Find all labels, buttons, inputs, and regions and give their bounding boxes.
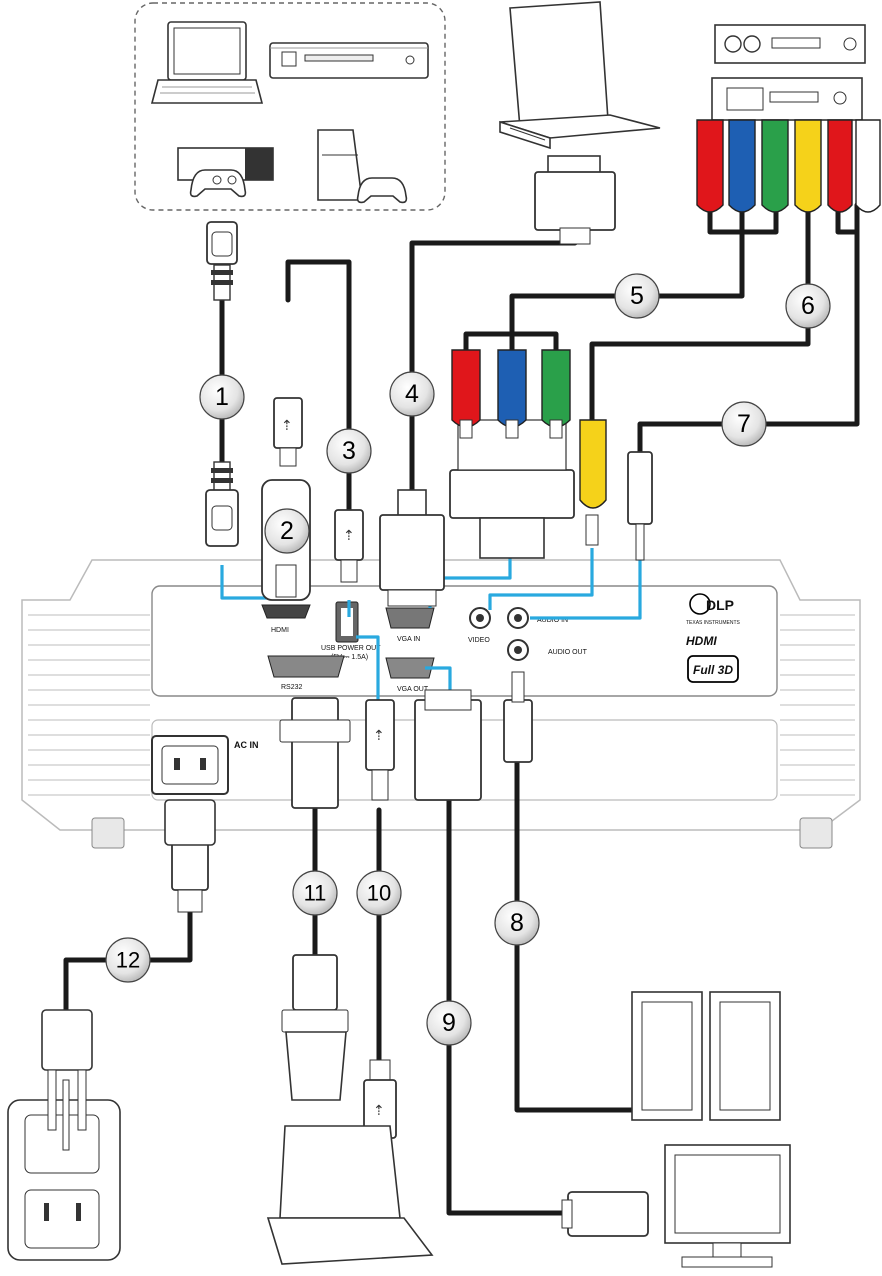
- xbox-console-icon: [177, 147, 274, 198]
- rs232-port: [267, 655, 345, 678]
- power-plug-wall: [41, 1009, 93, 1151]
- hdmi-port: [261, 604, 311, 619]
- callout-2: 2: [264, 508, 310, 554]
- svg-text:4: 4: [405, 380, 419, 408]
- dvd-player-icon: [269, 42, 429, 79]
- svg-text:7: 7: [737, 410, 751, 438]
- foot-right: [799, 817, 833, 849]
- top-rca-plugs: [696, 119, 881, 213]
- svg-text:⇡: ⇡: [373, 1102, 385, 1118]
- vga-in-port: [385, 607, 435, 629]
- foot-left: [91, 817, 125, 849]
- svg-text:3: 3: [342, 437, 356, 465]
- video-label: VIDEO: [468, 637, 490, 644]
- playstation-console-icon: [317, 129, 408, 204]
- vga-out-plug: [414, 689, 482, 801]
- usb-plug-top: ⇡: [273, 397, 303, 467]
- callout-7: 7: [721, 401, 767, 447]
- callout-9: 9: [426, 1000, 472, 1046]
- rca-plug-red: [451, 349, 481, 439]
- vcr-icon: [714, 24, 866, 64]
- rca-plug-yellow: [579, 419, 607, 546]
- vga-laptop-icon: [499, 1, 661, 150]
- svg-text:Full 3D: Full 3D: [693, 663, 733, 677]
- hdmi-port-label: HDMI: [271, 627, 289, 634]
- usb-power-out-rating: (5V ⎓ 1.5A): [331, 654, 368, 661]
- callout-1: 1: [199, 374, 245, 420]
- full3d-logo: Full 3D: [687, 655, 739, 683]
- vga-plug-bottom: [379, 489, 445, 607]
- rca-plug-blue: [497, 349, 527, 439]
- svg-text:TEXAS INSTRUMENTS: TEXAS INSTRUMENTS: [686, 620, 741, 626]
- monitor-icon: [664, 1144, 791, 1268]
- callout-11: 11: [292, 870, 338, 916]
- component-vga-adapter: [449, 419, 575, 559]
- speakers-icon: [631, 991, 781, 1121]
- audio-out-jack: [503, 671, 533, 763]
- svg-text:2: 2: [280, 517, 294, 545]
- svg-text:1: 1: [215, 383, 229, 411]
- callout-3: 3: [326, 428, 372, 474]
- usb-plug-bottom-top: ⇡: [365, 699, 395, 801]
- hdmi-plug-top: [206, 221, 238, 301]
- ac-in-label: AC IN: [234, 740, 259, 750]
- callout-5: 5: [614, 273, 660, 319]
- svg-text:10: 10: [367, 881, 391, 906]
- dvd-recorder-icon: [711, 77, 863, 121]
- laptop-icon: [150, 21, 264, 104]
- svg-text:⇡: ⇡: [373, 727, 385, 743]
- svg-text:DLP: DLP: [706, 597, 734, 613]
- audio-in-label: AUDIO IN: [537, 617, 568, 624]
- hdmi-sources-group: [134, 2, 446, 211]
- right-vents: [780, 614, 855, 796]
- callout-10: 10: [356, 870, 402, 916]
- usb-power-out-label: USB POWER OUT: [321, 645, 381, 652]
- svg-text:5: 5: [630, 282, 644, 310]
- vga-in-label: VGA IN: [397, 636, 420, 643]
- control-laptop-icon: [266, 1125, 434, 1265]
- svg-text:8: 8: [510, 909, 524, 937]
- vga-out-port: [385, 657, 435, 679]
- audio-in-jack: [627, 451, 653, 561]
- svg-text:6: 6: [801, 292, 815, 320]
- power-plug-projector: [164, 799, 216, 913]
- rs232-plug-top: [279, 697, 351, 809]
- left-vents: [28, 614, 150, 796]
- svg-text:12: 12: [116, 948, 140, 973]
- cables: [63, 202, 860, 1216]
- rs232-label: RS232: [281, 684, 303, 691]
- svg-text:⇡: ⇡: [343, 527, 355, 543]
- vga-out-label: VGA OUT: [397, 686, 429, 693]
- dlp-logo: DLP TEXAS INSTRUMENTS: [686, 593, 741, 626]
- svg-text:9: 9: [442, 1009, 456, 1037]
- rs232-plug-bottom: [281, 954, 349, 1101]
- hdmi-plug-bottom: [205, 461, 239, 547]
- callout-4: 4: [389, 371, 435, 417]
- io-panel: [151, 585, 778, 697]
- rca-plug-green: [541, 349, 571, 439]
- ac-in-port: [151, 735, 229, 795]
- audio-out-label: AUDIO OUT: [548, 649, 588, 656]
- svg-text:⇡: ⇡: [281, 417, 293, 433]
- svg-text:11: 11: [304, 881, 327, 906]
- callout-8: 8: [494, 900, 540, 946]
- hdmi-logo: HDMI: [686, 634, 717, 648]
- callout-6: 6: [785, 283, 831, 329]
- vga-plug-top: [534, 155, 616, 245]
- usb-power-port: [335, 601, 359, 643]
- monitor-vga-plug: [561, 1191, 649, 1237]
- wall-outlet-icon: [7, 1099, 121, 1261]
- callout-12: 12: [105, 937, 151, 983]
- usb-plug-right: ⇡: [334, 509, 364, 583]
